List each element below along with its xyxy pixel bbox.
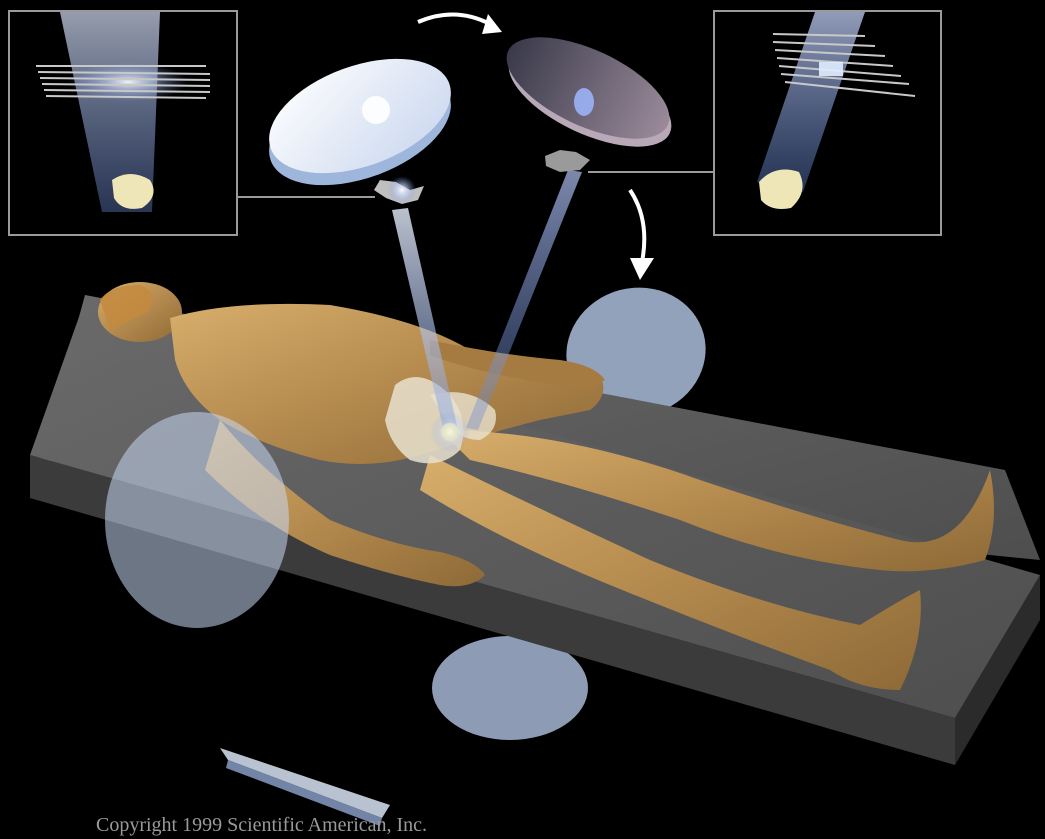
left-detector-disc [105, 412, 289, 628]
inset-panel-right [713, 10, 942, 236]
inset-left-illustration [10, 12, 236, 234]
inset-right-illustration [715, 12, 940, 234]
collimator-disc-left [254, 37, 467, 208]
curved-arrow-icon [418, 14, 490, 24]
collimator-disc-right [492, 16, 686, 172]
copyright-notice: Copyright 1999 Scientific American, Inc. [96, 814, 427, 837]
curved-arrow-down-icon [630, 190, 644, 262]
inset-panel-left [8, 10, 238, 236]
